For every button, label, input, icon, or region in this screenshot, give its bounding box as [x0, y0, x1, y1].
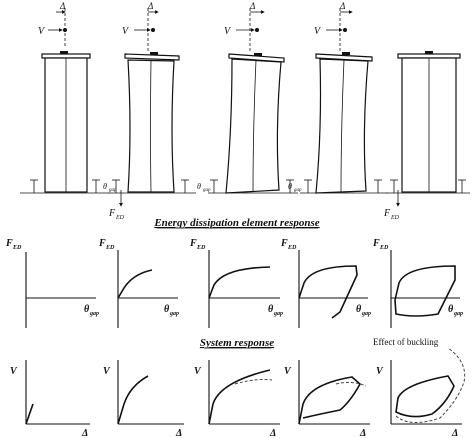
system-response-plot-3: V Δ — [194, 360, 280, 438]
system-curve — [25, 403, 34, 425]
svg-text:Δ: Δ — [359, 428, 366, 438]
system-response-plot-1: V Δ — [10, 360, 90, 438]
svg-text:gap: gap — [361, 311, 371, 317]
ed-curve — [117, 269, 153, 299]
svg-text:F: F — [372, 238, 380, 249]
svg-text:V: V — [376, 366, 384, 377]
svg-text:Δ: Δ — [269, 428, 276, 438]
ed-response-plot-2: F ED θ gap — [98, 238, 179, 328]
ed-response-plot-1: F ED θ gap — [5, 238, 99, 328]
system-x-label: Δ — [81, 428, 88, 438]
svg-text:ED: ED — [105, 245, 115, 251]
svg-text:θ: θ — [356, 304, 362, 315]
system-curve — [208, 369, 271, 425]
loading-beam — [228, 53, 285, 63]
system-curve — [117, 375, 149, 425]
loading-beam — [124, 53, 180, 61]
system-curve — [298, 376, 362, 425]
ed-curve — [394, 265, 456, 317]
ed-curve — [298, 265, 358, 319]
svg-text:ED: ED — [12, 245, 22, 251]
ed-force-label: F — [383, 208, 391, 219]
drift-label: Δ — [147, 1, 153, 11]
ed-y-label: F — [5, 238, 13, 249]
svg-text:V: V — [284, 366, 292, 377]
svg-text:F: F — [98, 238, 106, 249]
wall-schematic-3: Δ V θ gap — [197, 1, 298, 194]
ed-response-plot-5: F ED θ gap — [372, 238, 463, 328]
svg-text:V: V — [194, 366, 202, 377]
loading-beam — [315, 53, 373, 62]
svg-text:V: V — [103, 366, 111, 377]
wall-schematic-1: Δ V — [20, 1, 110, 194]
ed-section-title: Energy dissipation element response — [153, 217, 319, 229]
force-label: V — [314, 26, 322, 37]
svg-text:θ: θ — [268, 304, 274, 315]
ground-support-icon — [210, 179, 294, 193]
system-response-plot-2: V Δ — [103, 360, 184, 438]
gap-rotation-label: θ — [197, 182, 201, 191]
svg-text:ED: ED — [287, 245, 297, 251]
system-y-label: V — [10, 366, 18, 377]
wall-schematic-5: F ED — [383, 51, 470, 221]
ed-x-label: θ — [84, 304, 90, 315]
buckling-note: Effect of buckling — [373, 337, 439, 347]
svg-text:ED: ED — [115, 215, 125, 221]
svg-text:gap: gap — [169, 311, 179, 317]
svg-text:ED: ED — [379, 245, 389, 251]
svg-text:gap: gap — [453, 311, 463, 317]
ground-support-icon — [112, 179, 189, 193]
wall-schematic-4: Δ V θ gap — [288, 1, 388, 194]
svg-text:ED: ED — [196, 245, 206, 251]
gap-rotation-label: θ — [103, 182, 107, 191]
system-response-plot-5: V Δ Effect of buckling — [373, 337, 466, 438]
ed-response-plot-4: F ED θ gap — [280, 238, 371, 328]
drift-label: Δ — [339, 1, 345, 11]
force-label: V — [38, 26, 46, 37]
svg-text:gap: gap — [203, 188, 211, 193]
drift-label: Δ — [249, 1, 255, 11]
ground-support-icon — [30, 179, 100, 193]
svg-text:Δ: Δ — [451, 428, 458, 438]
drift-label: Δ — [59, 1, 65, 11]
svg-text:Δ: Δ — [175, 428, 182, 438]
force-label: V — [224, 26, 232, 37]
ed-curve — [208, 266, 271, 299]
ground-support-icon — [390, 179, 466, 193]
svg-text:gap: gap — [89, 311, 99, 317]
wall-schematic-2: Δ V θ gap F ED — [103, 1, 196, 221]
force-label: V — [122, 26, 130, 37]
ed-response-plot-3: F ED θ gap — [189, 238, 283, 328]
system-curve — [395, 375, 455, 418]
gap-rotation-label: θ — [288, 182, 292, 191]
svg-text:F: F — [280, 238, 288, 249]
svg-text:gap: gap — [273, 311, 283, 317]
svg-text:θ: θ — [164, 304, 170, 315]
wall-panel — [127, 59, 175, 193]
system-response-plot-4: V Δ — [284, 360, 370, 438]
svg-text:θ: θ — [448, 304, 454, 315]
svg-text:F: F — [189, 238, 197, 249]
svg-text:gap: gap — [109, 188, 117, 193]
ground-support-icon — [304, 179, 382, 193]
svg-text:ED: ED — [390, 215, 400, 221]
ed-force-label: F — [108, 208, 116, 219]
svg-text:gap: gap — [294, 188, 302, 193]
system-section-title: System response — [200, 337, 274, 349]
